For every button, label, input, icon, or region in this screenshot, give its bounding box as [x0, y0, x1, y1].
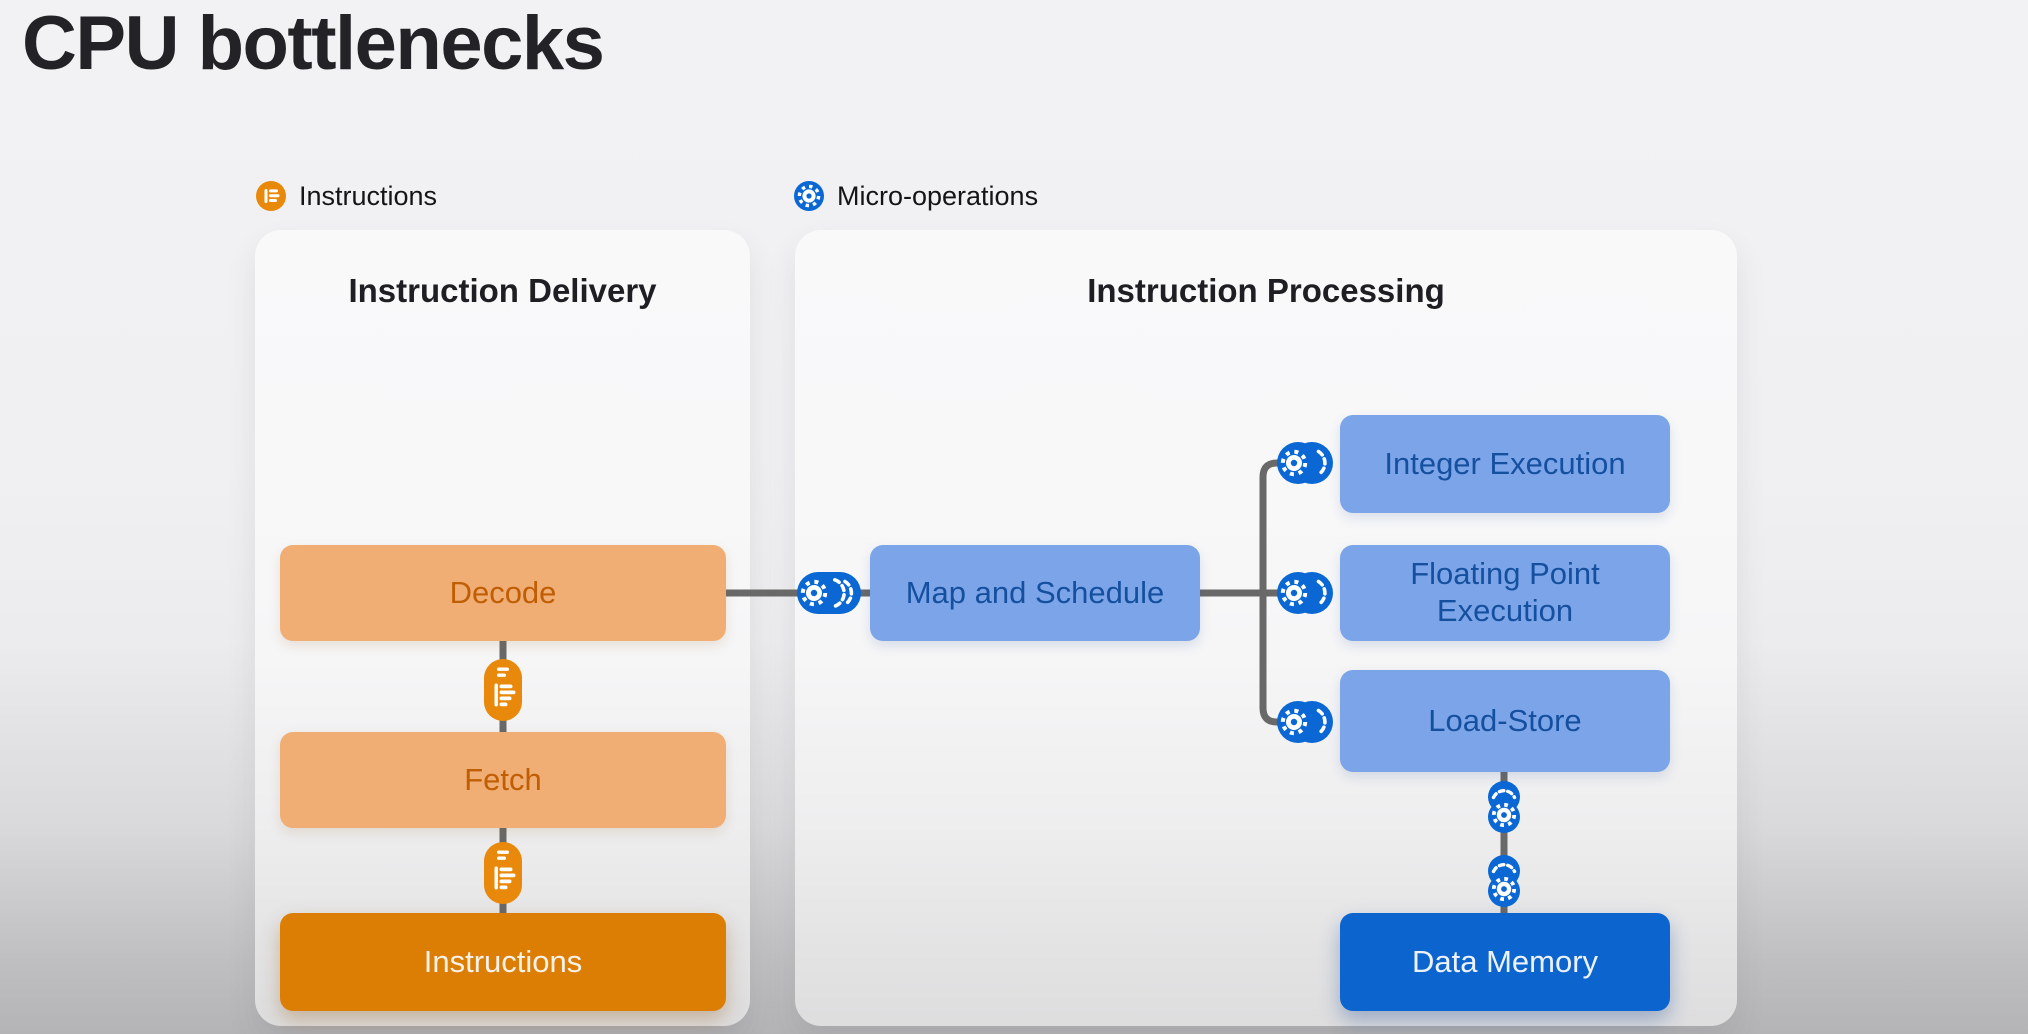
- legend-micro-operations: Micro-operations: [794, 179, 1038, 213]
- connector-branch-trunk: [1259, 459, 1300, 726]
- instruction-flow-icon: [481, 842, 525, 904]
- legend-instructions: Instructions: [256, 179, 437, 213]
- instruction-flow-icon: [481, 659, 525, 721]
- legend-instructions-label: Instructions: [299, 180, 438, 211]
- node-fetch: Fetch: [280, 732, 726, 828]
- micro-op-flow-icon: [797, 571, 861, 615]
- micro-op-flow-icon: [1485, 855, 1523, 907]
- legend-micro-operations-label: Micro-operations: [837, 180, 1039, 211]
- node-decode: Decode: [280, 545, 726, 641]
- node-integer-execution: Integer Execution: [1340, 415, 1670, 513]
- page-title: CPU bottlenecks: [22, 1, 605, 86]
- node-instructions: Instructions: [280, 913, 726, 1011]
- node-load-store: Load-Store: [1340, 670, 1670, 772]
- panel-title-instruction-processing: Instruction Processing: [1087, 272, 1445, 309]
- micro-op-flow-icon: [1277, 701, 1333, 743]
- node-map-and-schedule: Map and Schedule: [870, 545, 1200, 641]
- micro-op-flow-icon: [1485, 781, 1523, 833]
- micro-op-flow-icon: [1277, 442, 1333, 484]
- node-data-memory: Data Memory: [1340, 913, 1670, 1011]
- panel-title-instruction-delivery: Instruction Delivery: [348, 272, 657, 309]
- node-floating-point-execution: Floating Point Execution: [1340, 545, 1670, 641]
- micro-op-flow-icon: [1277, 572, 1333, 614]
